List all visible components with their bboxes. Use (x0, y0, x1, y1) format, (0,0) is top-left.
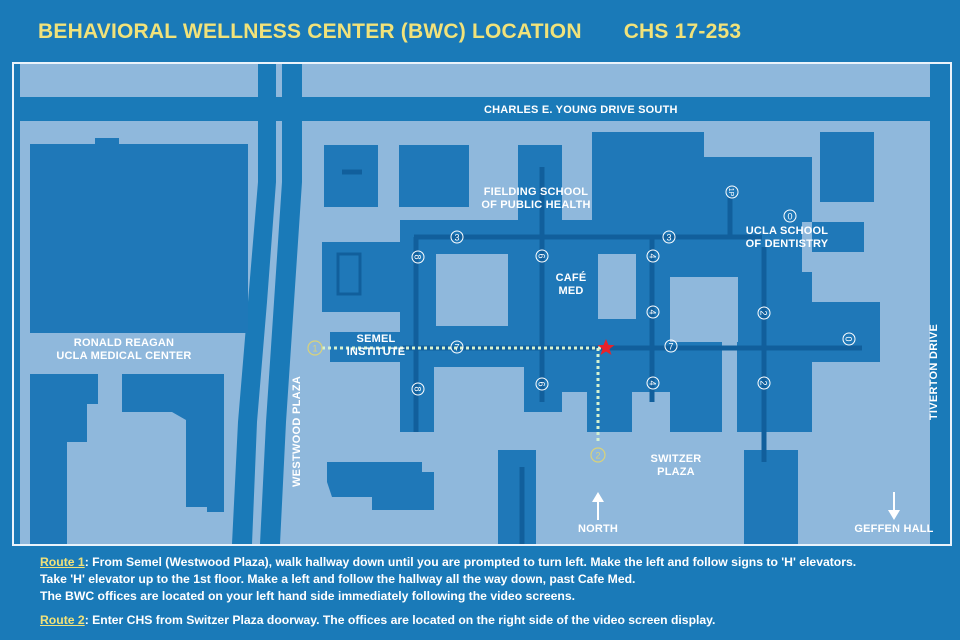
charles-young-drive (14, 97, 950, 121)
westwood-road-west (232, 64, 276, 544)
tiverton-road (930, 64, 950, 544)
svg-text:8: 8 (413, 254, 423, 259)
street-label-tiverton: TIVERTON DRIVE (928, 323, 940, 421)
destination-star-icon (597, 339, 615, 355)
route-marker-labels: 1 2 (312, 344, 600, 461)
svg-text:4: 4 (648, 380, 658, 385)
room-code: CHS 17-253 (623, 20, 742, 43)
page-title: BEHAVIORAL WELLNESS CENTER (BWC) LOCATIO… (38, 20, 741, 44)
arrows (592, 492, 900, 520)
svg-text:0: 0 (787, 212, 792, 222)
route-1-marker (307, 340, 323, 356)
label-medical-center: RONALD REAGAN UCLA MEDICAL CENTER (56, 337, 192, 362)
svg-text:6: 6 (537, 253, 547, 258)
svg-text:1P: 1P (727, 188, 734, 197)
route-1-directions: Route 1: From Semel (Westwood Plaza), wa… (40, 555, 857, 603)
building-far-east (810, 302, 880, 362)
svg-text:0: 0 (844, 336, 854, 341)
label-north: NORTH (577, 523, 619, 535)
route-paths (322, 346, 606, 442)
route-markers (307, 340, 606, 463)
courtyard-4 (467, 367, 524, 447)
courtyard-1 (436, 254, 508, 326)
svg-text:2: 2 (759, 310, 769, 315)
medical-center-southwest (30, 374, 98, 544)
street-label-north: CHARLES E. YOUNG DRIVE SOUTH (484, 104, 678, 116)
svg-text:4: 4 (648, 309, 658, 314)
elevator-markers (411, 185, 856, 396)
buildings (30, 132, 880, 544)
svg-text:1: 1 (312, 344, 317, 354)
map-graphics: 3 3 8 8 6 6 4 4 4 7 7 1P 0 0 2 2 1 2 (14, 64, 950, 544)
svg-text:7: 7 (668, 342, 673, 352)
label-geffen-hall: GEFFEN HALL (854, 523, 934, 535)
label-switzer-plaza: SWITZER PLAZA (650, 453, 702, 478)
svg-text:3: 3 (666, 233, 671, 243)
svg-text:2: 2 (759, 380, 769, 385)
svg-text:3: 3 (454, 233, 459, 243)
elevator-labels: 3 3 8 8 6 6 4 4 4 7 7 1P 0 0 2 2 (413, 188, 854, 392)
west-edge-road (14, 64, 20, 544)
svg-text:6: 6 (537, 381, 547, 386)
courtyard-5 (562, 392, 587, 452)
building-ne (820, 132, 874, 202)
building-nw1 (324, 145, 378, 207)
campus-map: 3 3 8 8 6 6 4 4 4 7 7 1P 0 0 2 2 1 2 (12, 62, 952, 546)
building-east-wing (737, 272, 812, 432)
svg-text:7: 7 (454, 343, 459, 353)
building-south-center (498, 450, 536, 544)
title-text: BEHAVIORAL WELLNESS CENTER (BWC) LOCATIO… (38, 20, 582, 43)
westwood-road-east (260, 64, 302, 544)
route-2-directions: Route 2: Enter CHS from Switzer Plaza do… (40, 613, 716, 627)
route-2-marker (590, 447, 606, 463)
building-nw2 (399, 145, 469, 207)
route-1-name: Route 1 (40, 555, 85, 569)
svg-text:8: 8 (413, 386, 423, 391)
label-public-health: FIELDING SCHOOL OF PUBLIC HEALTH (481, 186, 591, 211)
building-south-east (744, 450, 798, 544)
building-south-west (327, 462, 434, 510)
label-cafe-med: CAFÉ MED (555, 272, 587, 297)
courtyard-3 (670, 277, 738, 342)
medical-center-southeast (122, 374, 224, 512)
hallway-west-wing (336, 252, 362, 296)
courtyard-2 (598, 254, 636, 319)
svg-text:2: 2 (595, 451, 600, 461)
route-2-name: Route 2 (40, 613, 85, 627)
medical-center-north (30, 138, 248, 333)
street-label-westwood: WESTWOOD PLAZA (291, 375, 303, 487)
label-dentistry: UCLA SCHOOL OF DENTISTRY (745, 225, 829, 250)
roads (14, 64, 950, 544)
svg-text:4: 4 (648, 253, 658, 258)
label-semel-institute: SEMEL INSTITUTE (346, 333, 406, 358)
courtyards (436, 254, 738, 452)
